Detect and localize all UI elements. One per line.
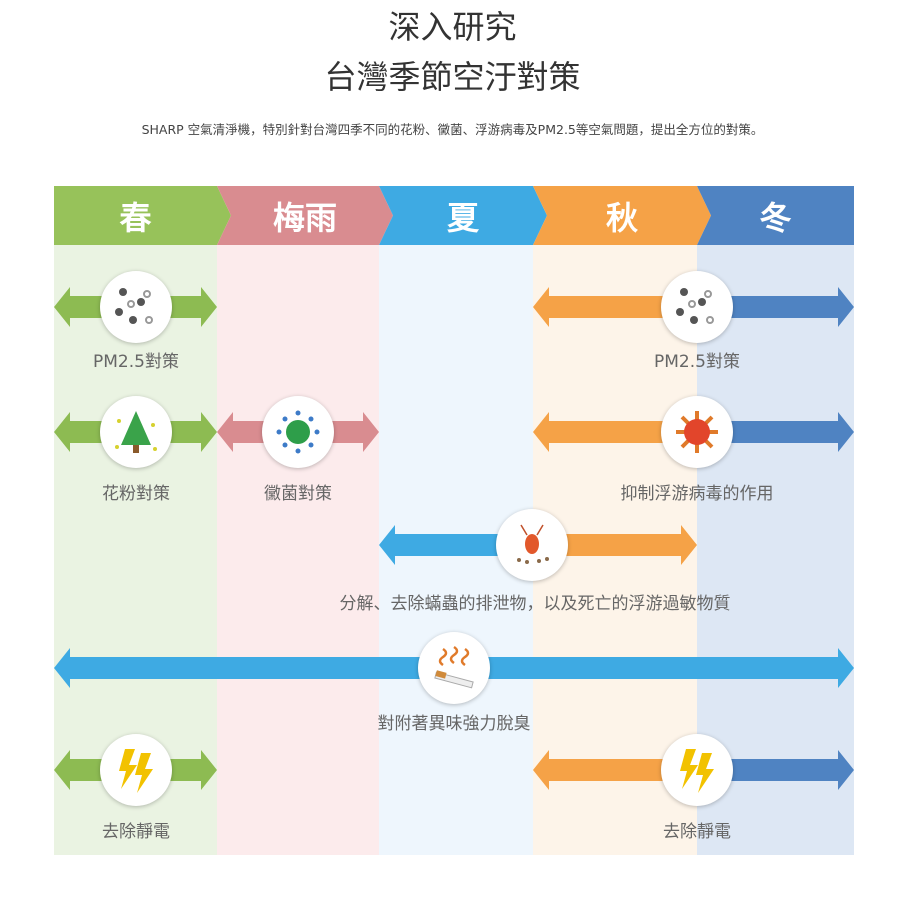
mold-icon xyxy=(262,396,334,468)
label-mold: 黴菌對策 xyxy=(264,484,332,504)
mite-icon xyxy=(496,509,568,581)
season-autumn: 秋 xyxy=(533,186,711,245)
odor-cigarette-icon xyxy=(418,632,490,704)
pm25-icon xyxy=(100,271,172,343)
title-line-1: 深入研究 xyxy=(388,8,517,46)
label-pollen: 花粉對策 xyxy=(102,484,170,504)
label-pm25-winter: PM2.5對策 xyxy=(654,352,740,372)
pm25-icon xyxy=(661,271,733,343)
lightning-icon xyxy=(100,734,172,806)
label-static-winter: 去除靜電 xyxy=(663,822,731,842)
virus-icon xyxy=(661,396,733,468)
label-static-spring: 去除靜電 xyxy=(102,822,170,842)
season-spring: 春 xyxy=(54,186,231,245)
lightning-icon xyxy=(661,734,733,806)
label-pm25-spring: PM2.5對策 xyxy=(93,352,179,372)
title-line-2: 台灣季節空汙對策 xyxy=(324,58,581,96)
label-virus: 抑制浮游病毒的作用 xyxy=(620,484,774,504)
label-odor: 對附著異味強力脫臭 xyxy=(377,714,531,734)
plum-rain-column xyxy=(217,245,379,855)
label-mite: 分解、去除蟎蟲的排泄物，以及死亡的浮游過敏物質 xyxy=(339,594,731,614)
season-plum-rain: 梅雨 xyxy=(217,186,393,245)
subtitle: SHARP 空氣清淨機，特別針對台灣四季不同的花粉、黴菌、浮游病毒及PM2.5等… xyxy=(141,122,764,137)
pollen-tree-icon xyxy=(100,396,172,468)
season-winter: 冬 xyxy=(697,186,854,245)
season-summer: 夏 xyxy=(379,186,547,245)
